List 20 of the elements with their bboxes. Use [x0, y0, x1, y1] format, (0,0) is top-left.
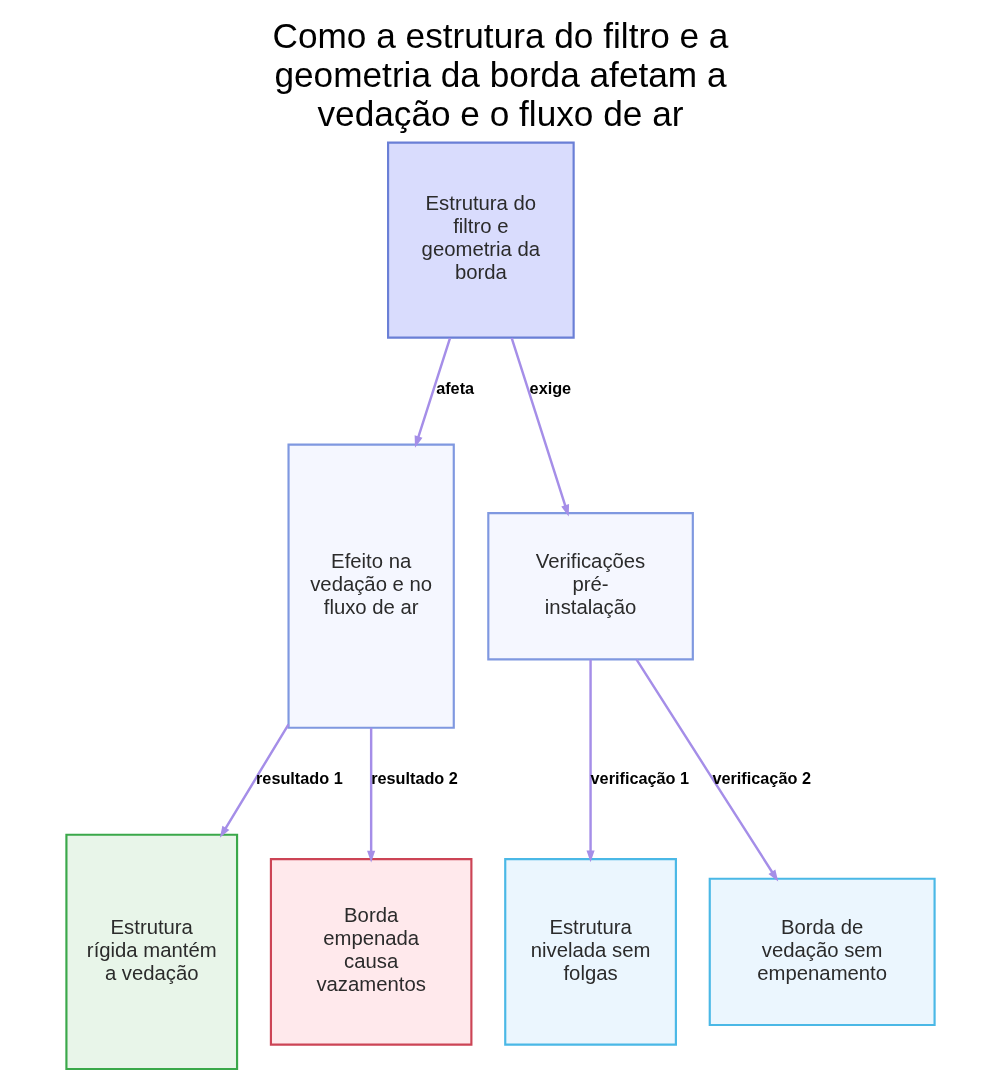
node-box: Estrutura nivelada sem folgas — [503, 858, 677, 1046]
edge-label: verificação 1 — [590, 769, 689, 788]
arrow — [586, 659, 595, 863]
edge-label: exige — [529, 379, 571, 398]
edge-label: resultado 1 — [255, 769, 343, 788]
arrow — [510, 337, 569, 517]
edge-label: resultado 2 — [370, 769, 458, 788]
node-box: Estrutura rígida mantém a vedação — [64, 833, 238, 1071]
diagram-title: Como a estrutura do filtro e a geometria da borda afetam a vedação e o fluxo de ar — [272, 15, 728, 134]
arrow — [219, 723, 290, 838]
node-box: Borda empenada causa vazamentos — [269, 858, 472, 1046]
arrow — [414, 337, 451, 448]
node-box: Efeito na vedação e no fluxo de ar — [286, 443, 455, 729]
node-box: Estrutura do filtro e geometria da borda — [386, 141, 575, 339]
node-box: Verificações pré-instalação — [486, 511, 694, 661]
node-box: Borda de vedação sem empenamento — [708, 877, 936, 1027]
arrow — [635, 659, 778, 882]
edge-label: verificação 2 — [711, 769, 811, 788]
edge-label: afeta — [435, 379, 474, 398]
arrow — [366, 727, 375, 863]
